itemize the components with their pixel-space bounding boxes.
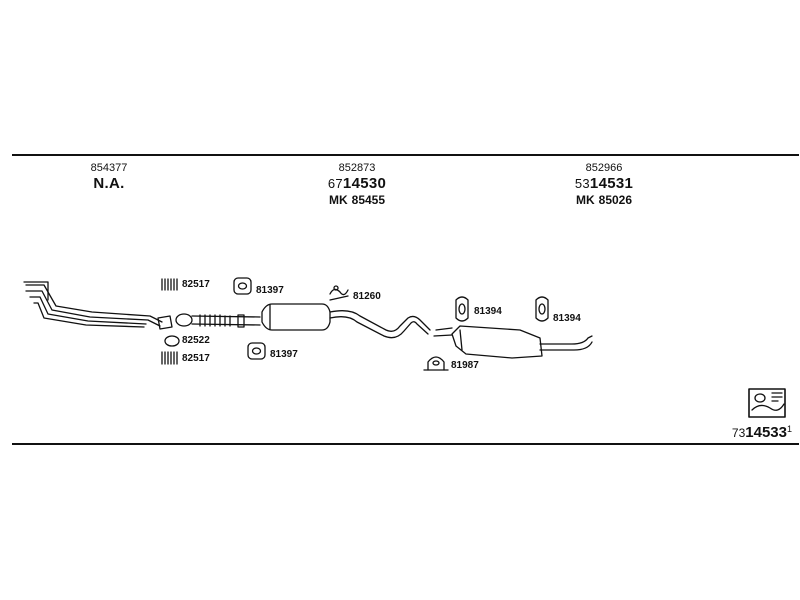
part-code: 852966: [585, 162, 623, 174]
mounting-kit: [329, 285, 349, 301]
muffler-bracket: [423, 356, 449, 371]
middle-silencer: [261, 303, 331, 331]
catalog-suffix: 1: [786, 424, 792, 434]
gasket: [164, 335, 180, 347]
part-number: 5314531: [524, 175, 684, 193]
part-number: 6714530: [277, 175, 437, 193]
catalog-emblem-icon: [748, 388, 786, 418]
catalog-code: 73145331: [732, 424, 792, 441]
rear-silencer: [433, 325, 593, 359]
mk-tag: MK: [328, 193, 348, 207]
part-label-hanger-right: 81394: [553, 313, 581, 324]
part-code: 852873: [338, 162, 376, 174]
catalog-prefix: 73: [731, 426, 746, 440]
clamp-bottom: [161, 351, 178, 365]
rubber-mount-top: [233, 277, 252, 295]
mk-tag: MK: [575, 193, 595, 207]
bottom-rule: [12, 443, 799, 445]
part-label-clamp-bottom: 82517: [182, 353, 210, 364]
rubber-mount-bottom: [247, 342, 266, 360]
clamp-top: [161, 278, 178, 291]
mk-number: 85026: [598, 193, 633, 207]
part-prefix: 53: [574, 176, 590, 191]
catalog-number: 14533: [745, 424, 787, 441]
part-label-clamp-top: 82517: [182, 279, 210, 290]
mk-number: 85455: [351, 193, 386, 207]
part-label-mounting-kit: 81260: [353, 291, 381, 302]
hanger-left: [455, 296, 469, 322]
part-main: 14530: [342, 175, 387, 192]
part-number: N.A.: [93, 175, 125, 192]
hanger-right: [535, 296, 549, 322]
part-label-rubber-mount-top: 81397: [256, 285, 284, 296]
part-label-gasket: 82522: [182, 335, 210, 346]
part-code: 854377: [90, 162, 128, 174]
exhaust-manifold: [23, 281, 173, 330]
part-column-front: 854377 N.A.: [29, 162, 189, 193]
intermediate-pipe: [329, 310, 431, 339]
front-pipe: [175, 313, 261, 328]
part-prefix: 67: [327, 176, 343, 191]
part-label-rubber-mount-bottom: 81397: [270, 349, 298, 360]
part-main: 14531: [589, 175, 634, 192]
top-rule: [12, 154, 799, 156]
part-label-hanger-left: 81394: [474, 306, 502, 317]
part-label-muffler-bracket: 81987: [451, 360, 479, 371]
